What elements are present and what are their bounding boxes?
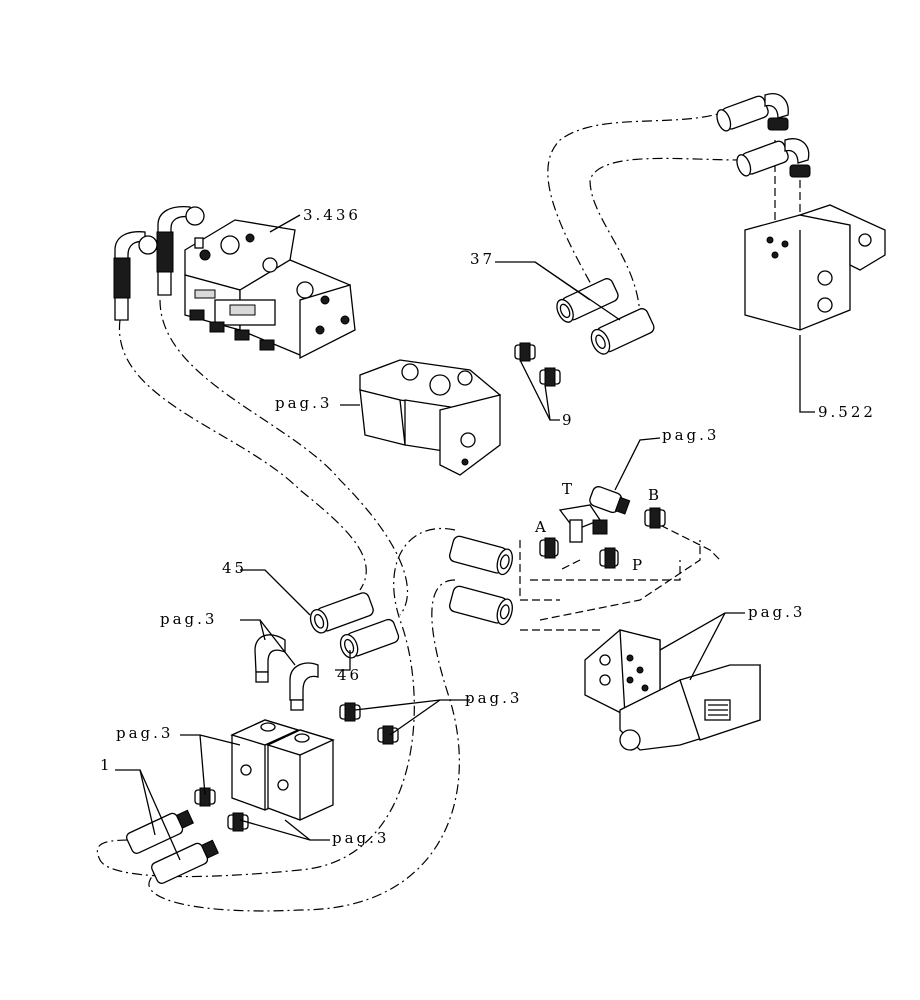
- label-1: 1: [100, 756, 113, 774]
- label-port-T: T: [562, 480, 575, 498]
- solenoid-valve-unit: [584, 629, 761, 751]
- hose-lines: [96, 109, 801, 912]
- label-9: 9: [562, 411, 575, 429]
- port-fittings: [539, 486, 666, 569]
- manifold-blocks: [230, 719, 335, 821]
- couplings-45-46: [309, 592, 400, 659]
- hose-ends-1: [125, 809, 219, 884]
- label-port-B: B: [648, 486, 662, 504]
- label-pag-top-right: pag.3: [662, 426, 719, 444]
- callout-labels: 3.436 37 pag.3 9 9.522 pag.3 T B A P 45 …: [100, 206, 876, 847]
- label-pag-bottom: pag.3: [332, 829, 389, 847]
- auxiliary-valve-body: [359, 359, 502, 476]
- hose-ends-top-left: [113, 206, 205, 321]
- couplings-center: [448, 535, 513, 626]
- label-pag-mid: pag.3: [465, 689, 522, 707]
- control-valve-bank: [184, 219, 356, 360]
- label-9522: 9.522: [818, 403, 876, 421]
- hose-ends-top-right: [716, 93, 811, 178]
- label-port-A: A: [534, 518, 549, 536]
- label-port-P: P: [632, 556, 645, 574]
- label-pag-left-blocks: pag.3: [116, 724, 173, 742]
- label-37: 37: [470, 250, 495, 268]
- label-46: 46: [337, 666, 362, 684]
- label-pag-valve: pag.3: [275, 394, 332, 412]
- label-45: 45: [222, 559, 247, 577]
- adapters-9: [514, 342, 561, 387]
- quick-couplings-37: [556, 278, 655, 355]
- leader-lines: [115, 214, 815, 861]
- label-pag-elbows: pag.3: [160, 610, 217, 628]
- adapter-nipples: [194, 702, 399, 832]
- elbow-fittings: [254, 634, 319, 711]
- pilot-block-9522: [744, 204, 886, 331]
- label-pag-right-unit: pag.3: [748, 603, 805, 621]
- label-3436: 3.436: [303, 206, 361, 224]
